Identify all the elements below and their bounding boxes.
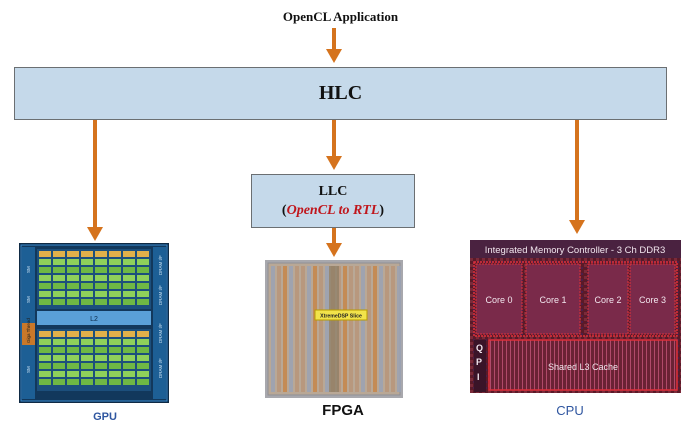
cpu-qpi-i: I xyxy=(477,372,480,382)
hlc-label: HLC xyxy=(318,82,363,104)
fpga-label: FPGA xyxy=(322,402,364,419)
fpga-slice-label: XtremeDSP Slice xyxy=(320,314,362,320)
cpu-qpi-q: Q xyxy=(476,343,483,353)
arrowhead-app-to-hlc xyxy=(326,49,342,63)
gpu-right-label-0: DRAM I/F xyxy=(158,255,163,275)
arrowhead-hlc-to-llc xyxy=(326,156,342,170)
opencl-application-label: OpenCL Application xyxy=(282,9,399,24)
gpu-right-label-3: DRAM I/F xyxy=(158,358,163,378)
cpu-label: CPU xyxy=(556,403,584,418)
gpu-left-label-0: SM xyxy=(26,266,31,273)
arrowhead-llc-to-fpga xyxy=(326,243,342,257)
cpu-core-label-0: Core 0 xyxy=(485,295,512,305)
gpu-left-label-2: Giga Thread xyxy=(26,318,31,343)
gpu-die-image: L2 SM SM Giga Thread SM DRAM I/F DRAM I/… xyxy=(19,243,169,403)
arrowhead-hlc-to-cpu xyxy=(569,220,585,234)
cpu-qpi-p: P xyxy=(476,357,482,367)
cpu-cache-label: Shared L3 Cache xyxy=(548,362,618,372)
gpu-right-label-2: DRAM I/F xyxy=(158,323,163,343)
cpu-core-label-2: Core 2 xyxy=(594,295,621,305)
cpu-die-image: Integrated Memory Controller - 3 Ch DDR3… xyxy=(470,240,681,393)
llc-box: LLC (OpenCL to RTL) xyxy=(251,174,415,228)
cpu-core-label-1: Core 1 xyxy=(539,295,566,305)
gpu-left-label-1: SM xyxy=(26,296,31,303)
fpga-die-image: XtremeDSP Slice xyxy=(265,260,403,398)
cpu-core-label-3: Core 3 xyxy=(639,295,666,305)
arrowhead-hlc-to-gpu xyxy=(87,227,103,241)
hlc-box: HLC xyxy=(14,67,667,120)
llc-subtitle-highlight: OpenCL to RTL xyxy=(286,203,380,218)
llc-subtitle: (OpenCL to RTL) xyxy=(281,203,385,218)
gpu-l2-label: L2 xyxy=(90,316,98,323)
gpu-right-label-1: DRAM I/F xyxy=(158,285,163,305)
cpu-header-label: Integrated Memory Controller - 3 Ch DDR3 xyxy=(485,245,666,256)
llc-label: LLC xyxy=(318,184,348,199)
gpu-left-label-3: SM xyxy=(26,366,31,373)
gpu-label: GPU xyxy=(93,411,117,423)
